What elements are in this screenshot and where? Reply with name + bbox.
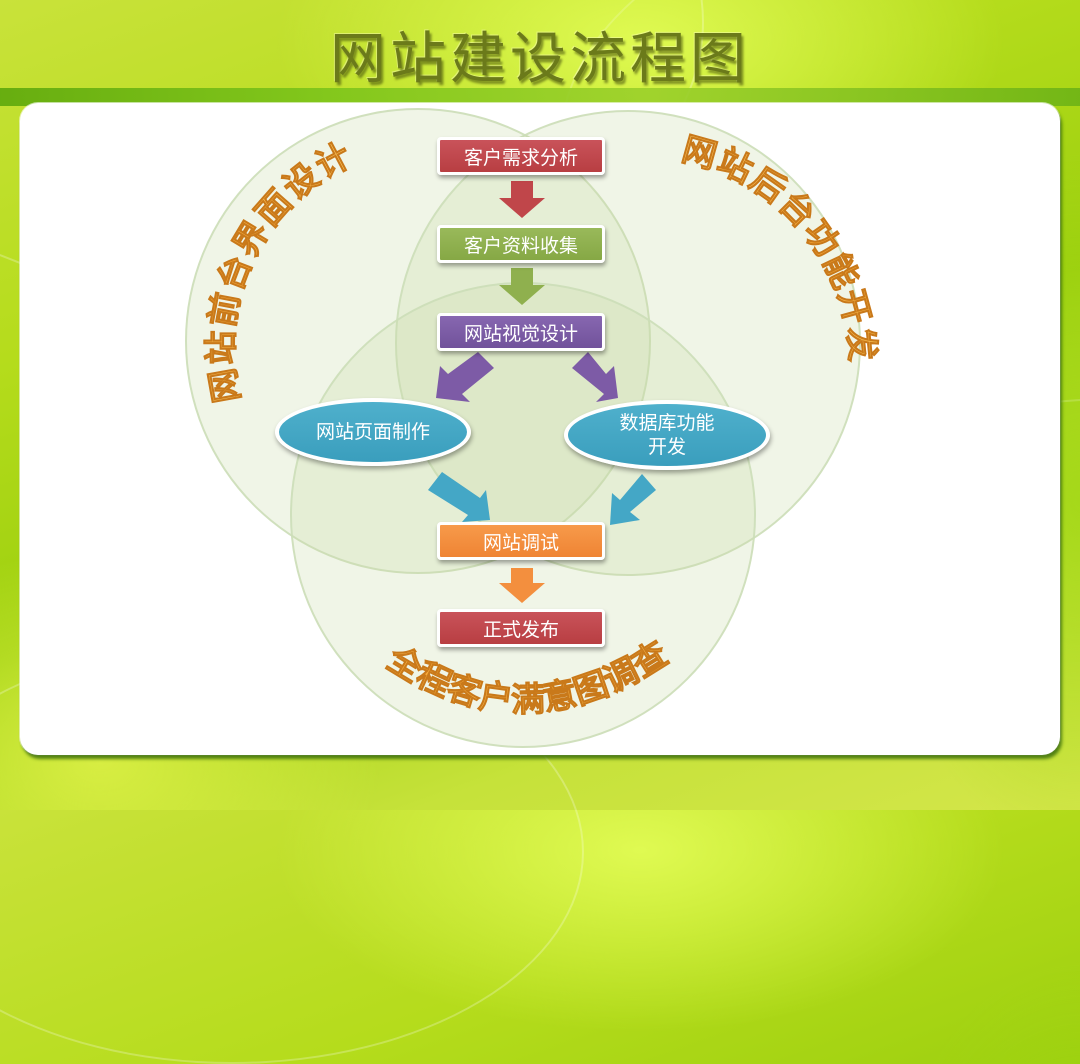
step-label: 客户资料收集 <box>463 234 578 257</box>
step-database-development: 数据库功能 开发 <box>564 400 770 470</box>
step-data-collection: 客户资料收集 <box>437 225 605 263</box>
step-label-line1: 数据库功能 <box>619 412 715 434</box>
slide-title: 网站建设流程图 <box>330 27 750 92</box>
step-label: 客户需求分析 <box>463 146 578 169</box>
step-requirements-analysis: 客户需求分析 <box>437 137 605 175</box>
step-label: 网站视觉设计 <box>463 322 578 345</box>
title-band <box>0 88 1080 106</box>
step-label: 网站页面制作 <box>315 421 430 443</box>
venn-circle-satisfaction <box>290 282 756 748</box>
step-label: 网站调试 <box>482 531 559 554</box>
step-page-production: 网站页面制作 <box>275 398 471 466</box>
step-label: 正式发布 <box>482 618 559 641</box>
step-official-launch: 正式发布 <box>437 609 605 647</box>
step-site-testing: 网站调试 <box>437 522 605 560</box>
step-label-line2: 开发 <box>647 436 686 458</box>
step-visual-design: 网站视觉设计 <box>437 313 605 351</box>
